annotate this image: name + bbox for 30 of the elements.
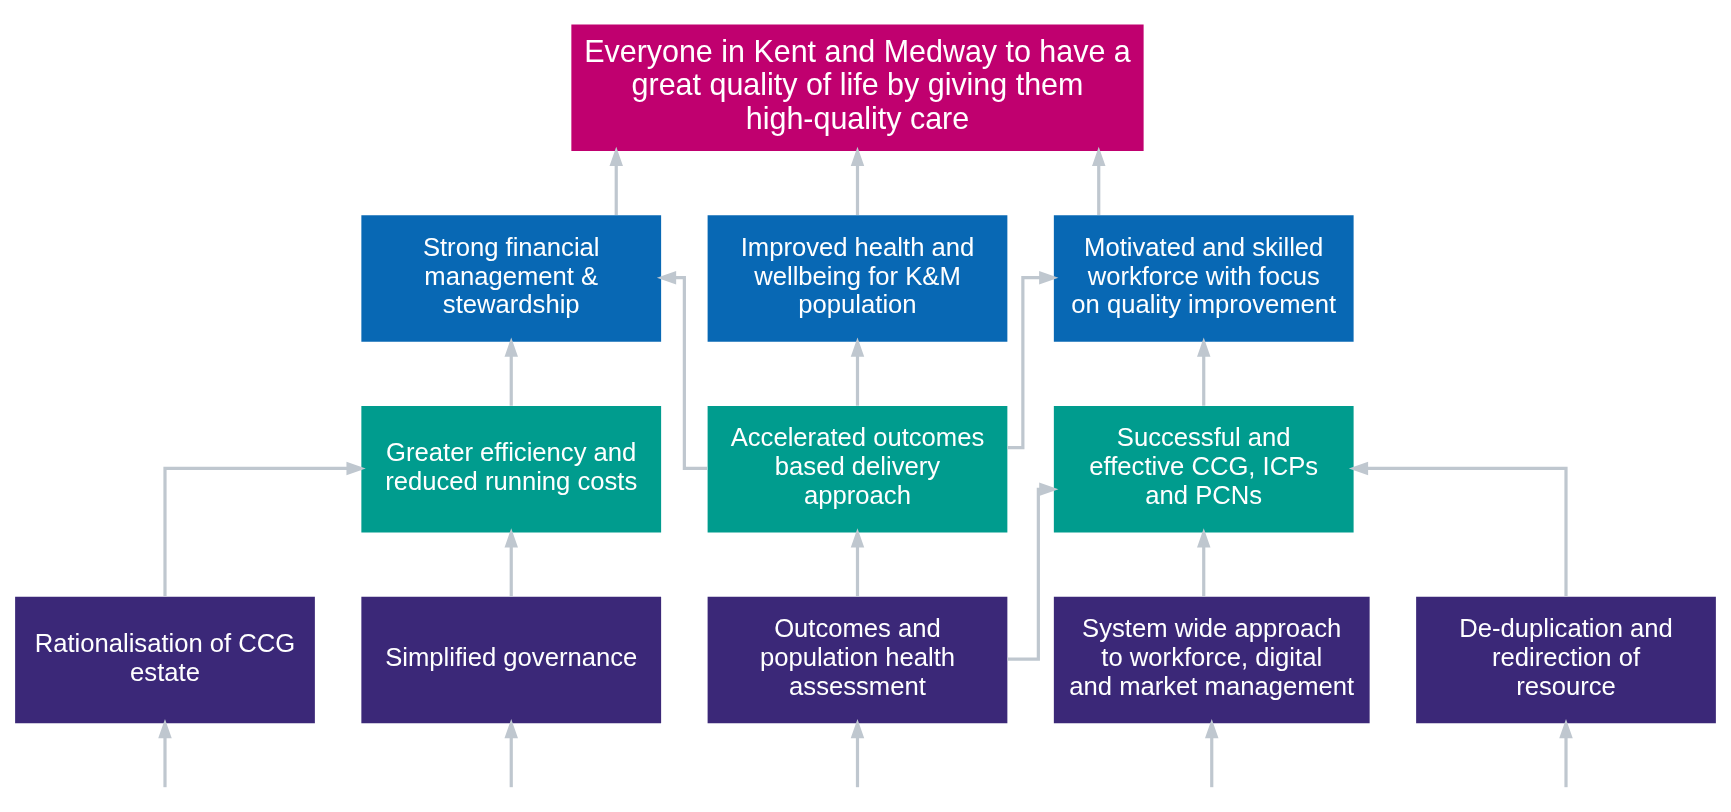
arrow <box>850 146 865 215</box>
arrow <box>1348 461 1568 596</box>
arrow <box>504 337 518 406</box>
node-box: Improved health and wellbeing for K&M population <box>707 214 1008 342</box>
arrow <box>1205 718 1219 787</box>
node-box: Simplified governance <box>361 596 662 723</box>
arrow <box>1007 270 1059 449</box>
node-box: Outcomes and population health assessment <box>707 596 1008 723</box>
arrow <box>163 461 366 596</box>
arrow <box>158 718 172 787</box>
arrow <box>504 527 518 596</box>
arrow <box>504 718 518 787</box>
arrow <box>850 337 865 406</box>
arrow <box>850 718 865 787</box>
arrow <box>1092 146 1106 215</box>
node-box: Accelerated outcomes based delivery approach <box>707 405 1008 533</box>
node-box: De-duplication and redirection of resource <box>1416 596 1716 723</box>
node-box: System wide approach to workforce, digital and market management <box>1053 596 1370 723</box>
node-box: Greater efficiency and reduced running costs <box>361 405 662 533</box>
arrow <box>1559 718 1573 787</box>
arrow <box>850 527 865 596</box>
node-box: Rationalisation of CCG estate <box>15 596 315 723</box>
arrow <box>1196 337 1211 406</box>
node-box: Everyone in Kent and Medway to have a great quality of life by giving them high-quality care <box>571 23 1144 151</box>
arrow <box>1007 482 1059 661</box>
arrow <box>609 146 623 215</box>
node-box: Successful and effective CCG, ICPs and PCNs <box>1053 405 1354 533</box>
node-box: Motivated and skilled workforce with focus on quality improvement <box>1053 214 1354 342</box>
node-box: Strong financial management & stewardship <box>361 214 662 342</box>
arrow <box>1196 527 1211 596</box>
